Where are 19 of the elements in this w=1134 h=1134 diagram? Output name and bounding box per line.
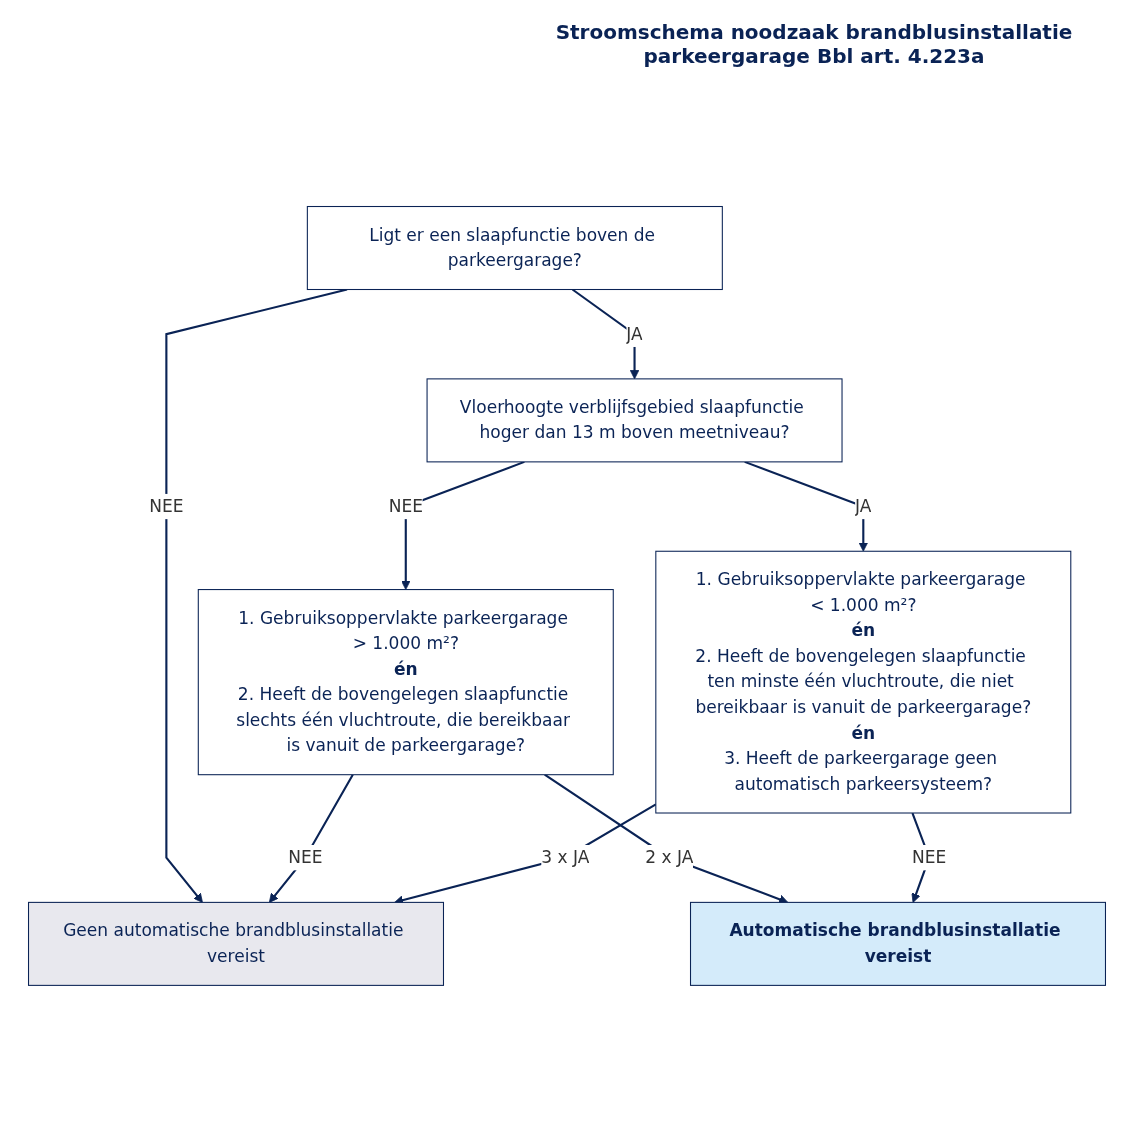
edge-label: 3 x JA: [541, 847, 590, 868]
arrow: [165, 288, 348, 903]
edge-label: 2 x JA: [645, 847, 694, 868]
edge-label: NEE: [388, 495, 423, 517]
edge-label: NEE: [912, 847, 947, 868]
node-box: Automatische brandblusinstallatie vereist: [690, 901, 1106, 986]
edge-label: NEE: [288, 847, 323, 868]
edge-label: JA: [626, 323, 643, 344]
node-box: Geen automatische brandblusinstallatie vereist: [28, 901, 444, 986]
edge-label: JA: [855, 495, 872, 517]
arrow: [744, 460, 868, 552]
node-box: 1. Gebruiksoppervlakte parkeergarage < 1.000 m²? én 2. Heeft de bovengelegen slaapfunctie ten minste één vluchtroute, die niet bereikbaar is vanuit de parkeergarage? én 3. Heeft de parkeergarage geen automatisch parkeersysteem?: [655, 550, 1072, 814]
diagram-title: Stroomschema noodzaak brandblusinstallatie parkeergarage Bbl art. 4.223a: [554, 20, 1074, 68]
node-box: Ligt er een slaapfunctie boven de parkeergarage?: [306, 206, 723, 291]
node-box: 1. Gebruiksoppervlakte parkeergarage > 1.000 m²? én 2. Heeft de bovengelegen slaapfunctie slechts één vluchtroute, die bereikbaar is vanuit de parkeergarage?: [197, 589, 614, 776]
arrow: [268, 774, 354, 903]
node-box: Vloerhoogte verblijfsgebied slaapfunctie hoger dan 13 m boven meetniveau?: [426, 378, 843, 463]
edge-label: NEE: [149, 495, 184, 517]
arrow: [544, 773, 789, 904]
